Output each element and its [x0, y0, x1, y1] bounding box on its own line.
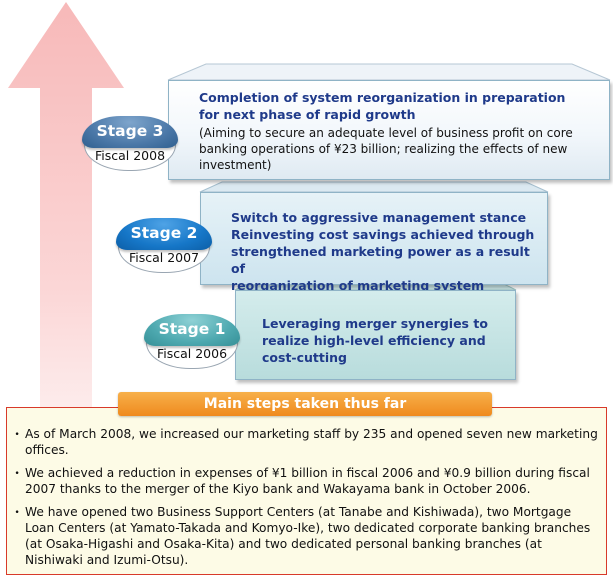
main-steps-list: As of March 2008, we increased our marke…	[11, 426, 599, 575]
main-steps-header: Main steps taken thus far	[118, 392, 492, 416]
stage-3-note: (Aiming to secure an adequate level of b…	[199, 126, 573, 172]
stage-2-label: Stage 2	[116, 218, 212, 250]
list-item: We achieved a reduction in expenses of ¥…	[11, 465, 599, 497]
stage-3-title: Completion of system reorganization in p…	[199, 90, 566, 122]
stage-2-box: Switch to aggressive management stance R…	[200, 192, 548, 293]
stage-1-box: Leveraging merger synergies to realize h…	[235, 290, 516, 380]
stage-2-badge: Fiscal 2007 Stage 2	[116, 218, 212, 274]
stage-3-badge: Fiscal 2008 Stage 3	[82, 116, 178, 172]
list-item: We have opened two Business Support Cent…	[11, 504, 599, 568]
list-item: As of March 2008, we increased our marke…	[11, 426, 599, 458]
stage-1-title: Leveraging merger synergies to realize h…	[262, 316, 488, 365]
stage-1-badge: Fiscal 2006 Stage 1	[144, 314, 240, 370]
stage-1-label: Stage 1	[144, 314, 240, 346]
stage-3-box: Completion of system reorganization in p…	[168, 80, 610, 180]
main-steps-panel: As of March 2008, we increased our marke…	[6, 407, 607, 575]
stage-3-label: Stage 3	[82, 116, 178, 148]
stage-2-title: Switch to aggressive management stance R…	[231, 210, 535, 293]
